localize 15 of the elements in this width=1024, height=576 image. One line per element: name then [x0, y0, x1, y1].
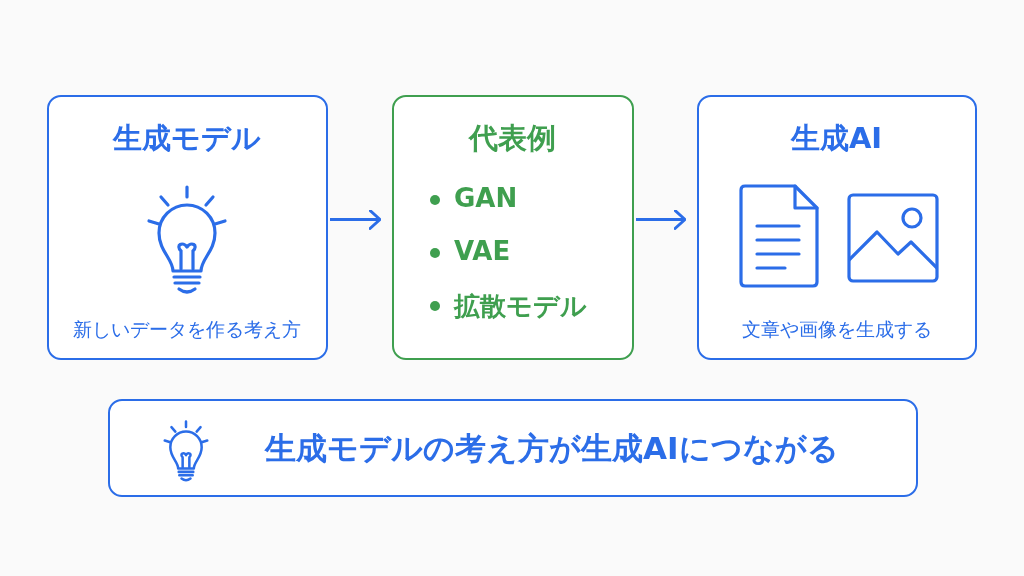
- description-text: 新しいデータを作る考え方: [72, 317, 302, 342]
- arrow: [636, 209, 687, 230]
- heading: 代表例: [467, 120, 557, 157]
- panel-box: [392, 95, 634, 360]
- description-text: 文章や画像を生成する: [740, 317, 933, 342]
- summary-box: [108, 399, 918, 497]
- list-item: 拡散モデル: [454, 290, 587, 323]
- summary-text: 生成モデルの考え方が生成AIにつながる: [265, 429, 839, 468]
- heading: 生成AI: [789, 120, 884, 157]
- heading: 生成モデル: [111, 120, 262, 157]
- panel-box: [47, 95, 328, 360]
- list-item: VAE: [454, 236, 511, 266]
- panel-box: [697, 95, 977, 360]
- arrow: [330, 209, 382, 230]
- list-item: GAN: [454, 183, 518, 213]
